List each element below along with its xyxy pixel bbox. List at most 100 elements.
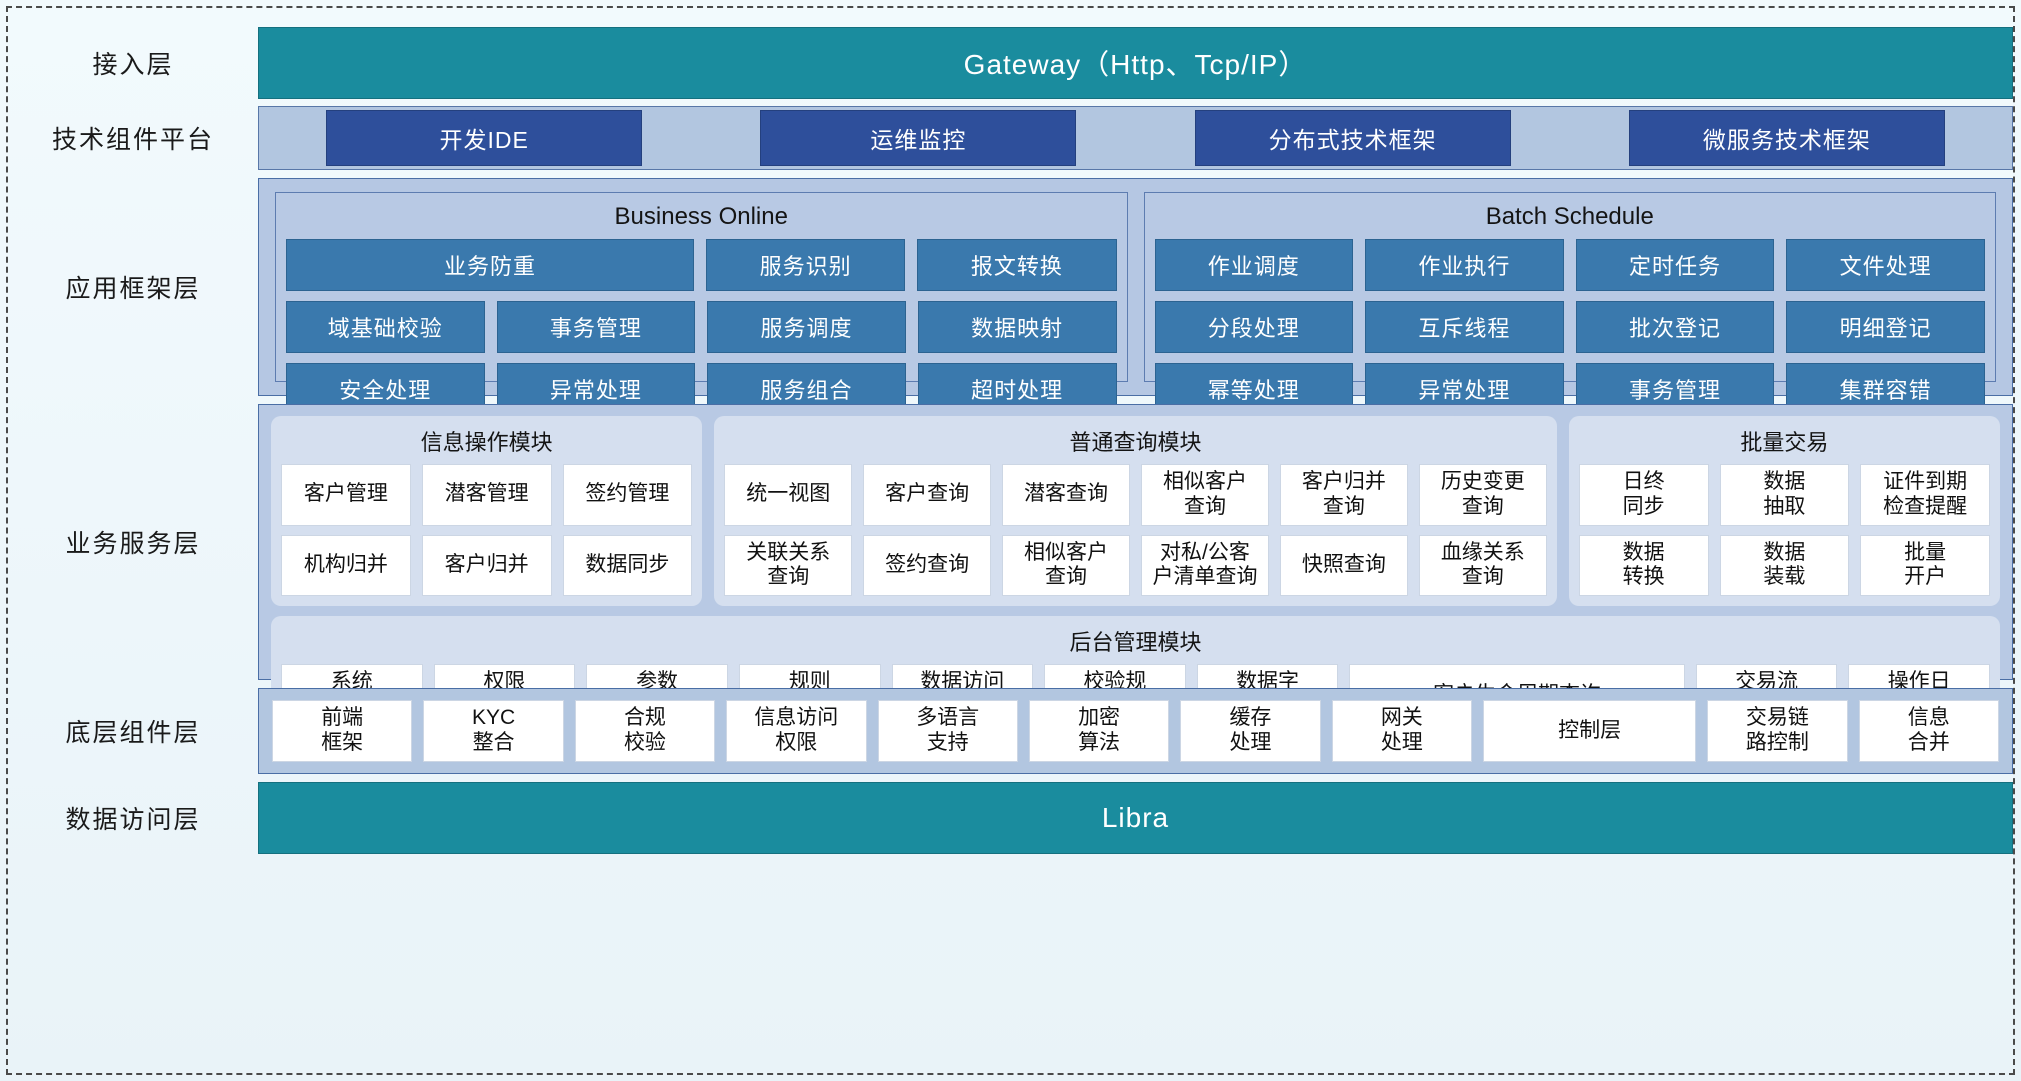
biz-module-0: 信息操作模块客户管理潜客管理签约管理机构归并客户归并数据同步 [271, 416, 703, 607]
app-row-1-1: 分段处理互斥线程批次登记明细登记 [1154, 301, 1985, 353]
biz-cell-0-0-1[interactable]: 潜客管理 [421, 464, 552, 526]
biz-module-grid-0: 客户管理潜客管理签约管理机构归并客户归并数据同步 [281, 464, 693, 597]
layer-label-data: 数据访问层 [65, 806, 201, 834]
biz-cell-0-1-1[interactable]: 客户归并 [421, 534, 552, 597]
libra-bar[interactable]: Libra [258, 782, 2013, 854]
app-chip-1-0-0[interactable]: 作业调度 [1154, 239, 1354, 291]
biz-row-2-0: 日终 同步数据 抽取证件到期 检查提醒 [1578, 464, 1990, 526]
app-chip-0-0-1[interactable]: 服务识别 [705, 239, 906, 291]
app-row-0-1: 域基础校验事务管理服务调度数据映射 [286, 301, 1117, 353]
tech-chip-1[interactable]: 运维监控 [760, 110, 1077, 166]
tech-platform-band: 开发IDE 运维监控 分布式技术框架 微服务技术框架 [258, 106, 2013, 170]
biz-row-1-0: 统一视图客户查询潜客查询相似客户 查询客户归并 查询历史变更 查询 [724, 464, 1547, 526]
tech-chip-3[interactable]: 微服务技术框架 [1628, 110, 1945, 166]
app-group-rows-1: 作业调度作业执行定时任务文件处理分段处理互斥线程批次登记明细登记幂等处理异常处理… [1154, 239, 1985, 415]
biz-module-grid-1: 统一视图客户查询潜客查询相似客户 查询客户归并 查询历史变更 查询关联关系 查询… [724, 464, 1547, 597]
layer-label-app: 应用框架层 [65, 275, 201, 303]
base-cell-0[interactable]: 前端 框架 [272, 700, 413, 762]
biz-cell-1-0-0[interactable]: 统一视图 [724, 464, 853, 526]
base-cell-1[interactable]: KYC 整合 [423, 700, 564, 762]
biz-cell-1-1-4[interactable]: 快照查询 [1279, 534, 1408, 597]
base-cell-8[interactable]: 控制层 [1483, 700, 1697, 762]
base-cell-9[interactable]: 交易链 路控制 [1707, 700, 1848, 762]
admin-module-title: 后台管理模块 [1069, 630, 1202, 656]
biz-cell-2-0-1[interactable]: 数据 抽取 [1719, 464, 1850, 526]
biz-row-0-1: 机构归并客户归并数据同步 [281, 534, 693, 597]
base-cell-7[interactable]: 网关 处理 [1331, 700, 1472, 762]
app-chip-0-0-2[interactable]: 报文转换 [917, 239, 1117, 291]
base-cell-10[interactable]: 信息 合并 [1858, 700, 1999, 762]
biz-module-title-2: 批量交易 [1740, 430, 1829, 455]
app-chip-1-0-2[interactable]: 定时任务 [1575, 239, 1775, 291]
layer-row-access: 接入层 Gateway（Http、Tcp/IP） [8, 27, 2013, 99]
biz-cell-1-0-2[interactable]: 潜客查询 [1002, 464, 1131, 526]
biz-cell-1-1-1[interactable]: 签约查询 [863, 534, 992, 597]
biz-cell-1-1-5[interactable]: 血缘关系 查询 [1418, 534, 1547, 597]
biz-cell-2-1-1[interactable]: 数据 装载 [1719, 534, 1850, 597]
app-chip-0-1-1[interactable]: 事务管理 [496, 301, 696, 353]
base-cell-4[interactable]: 多语言 支持 [877, 700, 1018, 762]
biz-row-2-1: 数据 转换数据 装载批量 开户 [1578, 534, 1990, 597]
biz-module-1: 普通查询模块统一视图客户查询潜客查询相似客户 查询客户归并 查询历史变更 查询关… [714, 416, 1557, 607]
base-cell-3[interactable]: 信息访问 权限 [726, 700, 867, 762]
app-chip-1-1-0[interactable]: 分段处理 [1154, 301, 1354, 353]
biz-module-title-0: 信息操作模块 [420, 430, 553, 455]
app-row-1-0: 作业调度作业执行定时任务文件处理 [1154, 239, 1985, 291]
biz-cell-0-0-2[interactable]: 签约管理 [562, 464, 693, 526]
app-chip-1-1-2[interactable]: 批次登记 [1575, 301, 1775, 353]
business-modules-container: 信息操作模块客户管理潜客管理签约管理机构归并客户归并数据同步普通查询模块统一视图… [271, 416, 2000, 607]
biz-row-0-0: 客户管理潜客管理签约管理 [281, 464, 693, 526]
app-row-0-0: 业务防重服务识别报文转换 [286, 239, 1117, 291]
biz-cell-0-1-0[interactable]: 机构归并 [281, 534, 411, 597]
app-chip-0-1-2[interactable]: 服务调度 [707, 301, 906, 353]
base-cell-5[interactable]: 加密 算法 [1028, 700, 1170, 762]
app-group-title-1: Batch Schedule [1485, 203, 1654, 230]
app-chip-1-0-3[interactable]: 文件处理 [1786, 239, 1985, 291]
biz-cell-2-0-2[interactable]: 证件到期 检查提醒 [1860, 464, 1990, 526]
app-chip-0-0-0[interactable]: 业务防重 [286, 239, 694, 291]
biz-row-1-1: 关联关系 查询签约查询相似客户 查询对私/公客 户清单查询快照查询血缘关系 查询 [724, 534, 1547, 597]
biz-cell-2-0-0[interactable]: 日终 同步 [1578, 464, 1709, 526]
biz-cell-1-1-0[interactable]: 关联关系 查询 [724, 534, 853, 597]
layer-label-access: 接入层 [92, 51, 174, 79]
biz-cell-2-1-0[interactable]: 数据 转换 [1578, 534, 1709, 597]
biz-cell-1-0-1[interactable]: 客户查询 [863, 464, 992, 526]
base-cell-6[interactable]: 缓存 处理 [1180, 700, 1321, 762]
biz-module-grid-2: 日终 同步数据 抽取证件到期 检查提醒数据 转换数据 装载批量 开户 [1578, 464, 1990, 597]
biz-cell-1-0-5[interactable]: 历史变更 查询 [1418, 464, 1547, 526]
app-chip-1-0-1[interactable]: 作业执行 [1365, 239, 1564, 291]
biz-cell-2-1-2[interactable]: 批量 开户 [1860, 534, 1990, 597]
business-service-band: 信息操作模块客户管理潜客管理签约管理机构归并客户归并数据同步普通查询模块统一视图… [258, 404, 2013, 737]
layer-row-tech: 技术组件平台 开发IDE 运维监控 分布式技术框架 微服务技术框架 [8, 106, 2013, 170]
app-chip-1-1-1[interactable]: 互斥线程 [1365, 301, 1564, 353]
app-group-title-0: Business Online [614, 203, 788, 230]
biz-cell-1-0-4[interactable]: 客户归并 查询 [1279, 464, 1408, 526]
layer-label-tech: 技术组件平台 [51, 126, 214, 154]
app-chip-0-1-3[interactable]: 数据映射 [917, 301, 1117, 353]
biz-cell-0-1-2[interactable]: 数据同步 [562, 534, 693, 597]
layer-row-data: 数据访问层 Libra [8, 782, 2013, 854]
layer-label-biz: 业务服务层 [65, 530, 201, 558]
base-cell-2[interactable]: 合规 校验 [574, 700, 716, 762]
tech-chip-2[interactable]: 分布式技术框架 [1194, 110, 1511, 166]
biz-cell-0-0-0[interactable]: 客户管理 [281, 464, 411, 526]
layer-row-biz: 业务服务层 信息操作模块客户管理潜客管理签约管理机构归并客户归并数据同步普通查询… [8, 404, 2013, 737]
layer-label-base: 底层组件层 [65, 719, 201, 747]
biz-cell-1-1-2[interactable]: 相似客户 查询 [1002, 534, 1131, 597]
biz-cell-1-0-3[interactable]: 相似客户 查询 [1141, 464, 1269, 526]
diagram-outer-border [6, 6, 2015, 1075]
app-chip-0-1-0[interactable]: 域基础校验 [286, 301, 485, 353]
app-group-rows-0: 业务防重服务识别报文转换域基础校验事务管理服务调度数据映射安全处理异常处理服务组… [286, 239, 1117, 415]
app-chip-1-1-3[interactable]: 明细登记 [1786, 301, 1985, 353]
biz-module-title-1: 普通查询模块 [1069, 430, 1202, 455]
gateway-bar[interactable]: Gateway（Http、Tcp/IP） [258, 27, 2013, 99]
biz-cell-1-1-3[interactable]: 对私/公客 户清单查询 [1141, 534, 1269, 597]
tech-chip-0[interactable]: 开发IDE [326, 110, 643, 166]
